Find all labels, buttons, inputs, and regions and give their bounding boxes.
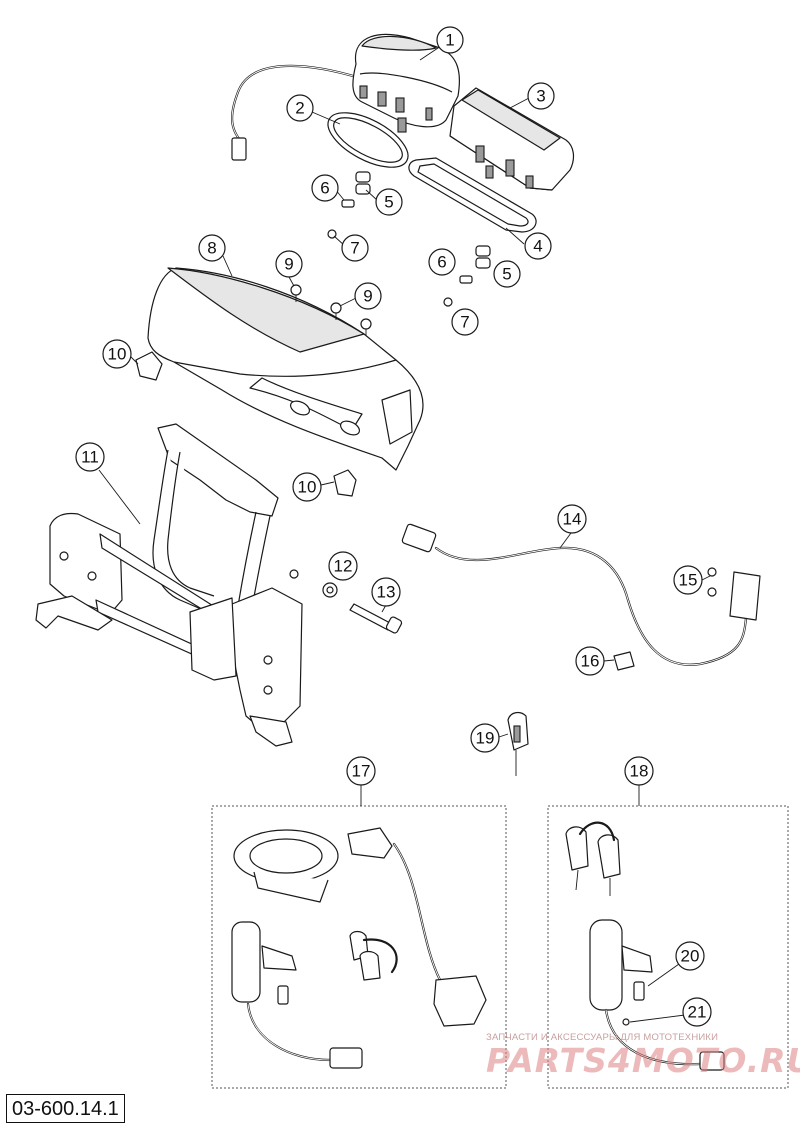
- callout-label: 7: [350, 239, 359, 258]
- callout-4: 4: [524, 232, 552, 260]
- callout-7-right: 7: [451, 308, 479, 336]
- watermark-logo: PARTS4MOTO.RU: [486, 1041, 800, 1080]
- callout-1: 1: [436, 26, 464, 54]
- speedometer-part: [231, 33, 461, 161]
- callout-label: 9: [284, 255, 293, 274]
- callout-19: 19: [470, 723, 500, 753]
- callout-label: 11: [81, 448, 99, 467]
- sleeve-part-left: [341, 199, 355, 208]
- callout-label: 14: [563, 510, 582, 529]
- headlight-bracket-part: [35, 423, 303, 747]
- callout-10-upper: 10: [102, 339, 132, 369]
- callout-label: 12: [334, 557, 353, 576]
- callout-5-right: 5: [493, 260, 521, 288]
- callout-3: 3: [527, 82, 555, 110]
- callout-label: 3: [536, 87, 545, 106]
- callout-label: 10: [298, 478, 317, 497]
- callout-6-right: 6: [428, 248, 456, 276]
- callout-20: 20: [675, 941, 705, 971]
- callout-label: 1: [445, 31, 454, 50]
- bolt-part-13: [349, 603, 403, 634]
- callout-label: 20: [681, 947, 700, 966]
- callout-18: 18: [624, 756, 654, 786]
- callout-label: 7: [460, 313, 469, 332]
- callout-6-left: 6: [311, 174, 339, 202]
- callout-5-left: 5: [375, 188, 403, 216]
- callout-14: 14: [557, 504, 587, 534]
- gasket-inner-edge: [333, 117, 403, 163]
- callout-label: 9: [363, 287, 372, 306]
- watermark: ЗАПЧАСТИ И АКСЕССУАРЫ ДЛЯ МОТОТЕХНИКИ PA…: [486, 1032, 800, 1080]
- cable-clip-part-16: [613, 651, 635, 671]
- nut-part-right: [443, 297, 453, 307]
- callout-13: 13: [371, 577, 401, 607]
- callout-label: 6: [320, 179, 329, 198]
- callout-16: 16: [575, 646, 605, 676]
- diagram-code-label: 03-600.14.1: [6, 1094, 125, 1123]
- callout-label: 13: [377, 583, 396, 602]
- gasket-4-inner-edge: [417, 163, 529, 227]
- clip-part-10-lower: [333, 469, 357, 497]
- callout-label: 4: [533, 237, 542, 256]
- callout-9-lower: 9: [354, 282, 382, 310]
- grommet-part-left: [355, 171, 371, 195]
- watermark-tagline: ЗАПЧАСТИ И АКСЕССУАРЫ ДЛЯ МОТОТЕХНИКИ: [486, 1032, 719, 1043]
- callout-label: 5: [384, 193, 393, 212]
- callout-label: 15: [679, 571, 698, 590]
- leader-lines: [98, 47, 711, 1023]
- callout-label: 16: [581, 652, 600, 671]
- callout-17: 17: [346, 756, 376, 786]
- callout-label: 2: [295, 99, 304, 118]
- kit-box-18: [547, 805, 789, 1089]
- callout-12: 12: [328, 551, 358, 581]
- callout-9-upper: 9: [275, 250, 303, 278]
- callout-11: 11: [75, 442, 105, 472]
- callout-8: 8: [198, 234, 226, 262]
- callout-21: 21: [682, 997, 712, 1027]
- callout-15: 15: [673, 565, 703, 595]
- sleeve-part-right: [459, 275, 473, 284]
- screw-part-15: [707, 567, 717, 597]
- callout-label: 5: [502, 265, 511, 284]
- callout-label: 10: [108, 345, 127, 364]
- callout-label: 6: [437, 253, 446, 272]
- fairing-part: [147, 267, 424, 471]
- callout-label: 18: [630, 762, 649, 781]
- callout-label: 21: [688, 1003, 707, 1022]
- callout-label: 17: [352, 762, 371, 781]
- callout-2: 2: [286, 94, 314, 122]
- display-unit-part: [449, 87, 575, 191]
- lock-set-kit-parts: [565, 821, 725, 1071]
- grommet-part-right: [475, 245, 491, 269]
- nut-12-hole: [326, 586, 334, 594]
- sensor-cable-part: [401, 523, 761, 666]
- clip-part-10-upper: [135, 351, 163, 381]
- callout-label: 8: [207, 239, 216, 258]
- key-part-19: [507, 711, 529, 776]
- screw-part-9: [290, 284, 372, 336]
- ignition-lock-kit-parts: [231, 827, 487, 1069]
- callout-7-left: 7: [341, 234, 369, 262]
- callout-10-lower: 10: [292, 472, 322, 502]
- callout-label: 19: [476, 729, 495, 748]
